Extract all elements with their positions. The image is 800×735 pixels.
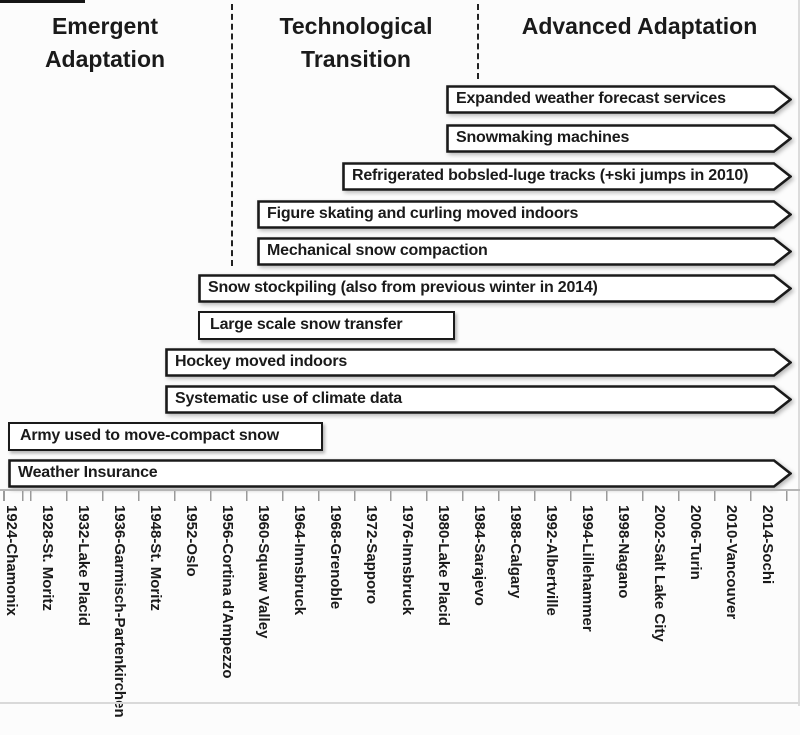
arrow-banner-shape	[342, 162, 792, 191]
axis-label-1988-calgary: 1988-Calgary	[507, 505, 524, 599]
bar-label: Figure skating and curling moved indoors	[267, 205, 579, 222]
phase-divider-line-2	[477, 4, 479, 79]
axis-label-1998-nagano: 1998-Nagano	[615, 505, 632, 599]
axis-label-1968-grenoble: 1968-Grenoble	[327, 505, 344, 610]
timeline-bar-army-move-compact-snow: Army used to move-compact snow	[8, 422, 323, 451]
bar-label: Hockey moved indoors	[175, 353, 348, 370]
timeline-bar-large-scale-snow-transfer: Large scale snow transfer	[198, 311, 455, 340]
figure-border-artifact	[0, 0, 85, 3]
axis-label-2014-sochi: 2014-Sochi	[759, 505, 776, 585]
figure-bottom-edge	[0, 702, 800, 704]
arrow-banner-shape	[165, 385, 792, 414]
axis-label-1960-squaw-valley: 1960-Squaw Valley	[255, 505, 272, 639]
axis-label-1948-st-moritz: 1948-St. Moritz	[147, 505, 164, 611]
axis-label-1964-innsbruck: 1964-Innsbruck	[291, 505, 308, 616]
axis-label-1952-oslo: 1952-Oslo	[183, 505, 200, 577]
arrow-banner-shape	[257, 200, 792, 229]
bar-label: Snow stockpiling (also from previous win…	[208, 279, 598, 296]
bar-label: Systematic use of climate data	[175, 390, 402, 407]
bar-label: Army used to move-compact snow	[20, 427, 279, 444]
timeline-bar-snow-stockpiling: Snow stockpiling (also from previous win…	[198, 274, 792, 303]
phase-header-emergent-adaptation: Emergent Adaptation	[44, 13, 166, 73]
timeline-bar-hockey-moved-indoors: Hockey moved indoors	[165, 348, 792, 377]
axis-label-2002-salt-lake-city: 2002-Salt Lake City	[651, 505, 668, 642]
axis-label-1976-innsbruck: 1976-Innsbruck	[399, 505, 416, 616]
arrow-banner-shape	[257, 237, 792, 266]
bar-label: Mechanical snow compaction	[267, 242, 488, 259]
timeline-bar-figure-skating-curling-indoors: Figure skating and curling moved indoors	[257, 200, 792, 229]
timeline-bar-weather-insurance: Weather Insurance	[8, 459, 792, 488]
bar-label: Weather Insurance	[18, 464, 158, 481]
timeline-bar-expanded-weather-forecast: Expanded weather forecast services	[446, 85, 792, 114]
axis-label-1984-sarajevo: 1984-Sarajevo	[471, 505, 488, 606]
timeline-axis-ticks	[0, 491, 800, 501]
arrow-banner-shape	[8, 459, 792, 488]
axis-label-1992-albertville: 1992-Albertville	[543, 505, 560, 616]
axis-label-2010-vancouver: 2010-Vancouver	[723, 505, 740, 620]
arrow-banner-shape	[165, 348, 792, 377]
axis-label-1924-chamonix: 1924-Chamonix	[3, 505, 20, 616]
phase-header-advanced-adaptation: Advanced Adaptation	[521, 13, 758, 39]
timeline-axis-edge-tick	[3, 491, 5, 501]
axis-label-1994-lillehammer: 1994-Lillehammer	[579, 505, 596, 632]
bar-label: Large scale snow transfer	[210, 316, 403, 333]
bar-label: Snowmaking machines	[456, 129, 630, 146]
axis-label-1936-garmisch: 1936-Garmisch-Partenkirchen	[111, 505, 128, 718]
timeline-bar-snowmaking-machines: Snowmaking machines	[446, 124, 792, 153]
phase-header-technological-transition: Technological Transition	[279, 13, 433, 73]
axis-label-1972-sapporo: 1972-Sapporo	[363, 505, 380, 605]
timeline-bar-systematic-climate-data: Systematic use of climate data	[165, 385, 792, 414]
arrow-banner-shape	[446, 85, 792, 114]
axis-label-1956-cortina: 1956-Cortina d'Ampezzo	[219, 505, 236, 679]
bar-label: Expanded weather forecast services	[456, 90, 726, 107]
arrow-banner-shape	[446, 124, 792, 153]
arrow-banner-shape	[198, 274, 792, 303]
phase-divider-line-1	[231, 4, 233, 266]
axis-label-2006-turin: 2006-Turin	[687, 505, 704, 580]
timeline-bar-mechanical-snow-compaction: Mechanical snow compaction	[257, 237, 792, 266]
timeline-figure: { "chart_data": { "type": "timeline", "t…	[0, 0, 800, 718]
bar-label: Refrigerated bobsled-luge tracks (+ski j…	[352, 167, 749, 184]
timeline-axis-line	[0, 489, 800, 491]
timeline-bar-refrigerated-tracks: Refrigerated bobsled-luge tracks (+ski j…	[342, 162, 792, 191]
axis-label-1932-lake-placid: 1932-Lake Placid	[75, 505, 92, 626]
axis-label-1928-st-moritz: 1928-St. Moritz	[39, 505, 56, 611]
axis-label-1980-lake-placid: 1980-Lake Placid	[435, 505, 452, 626]
